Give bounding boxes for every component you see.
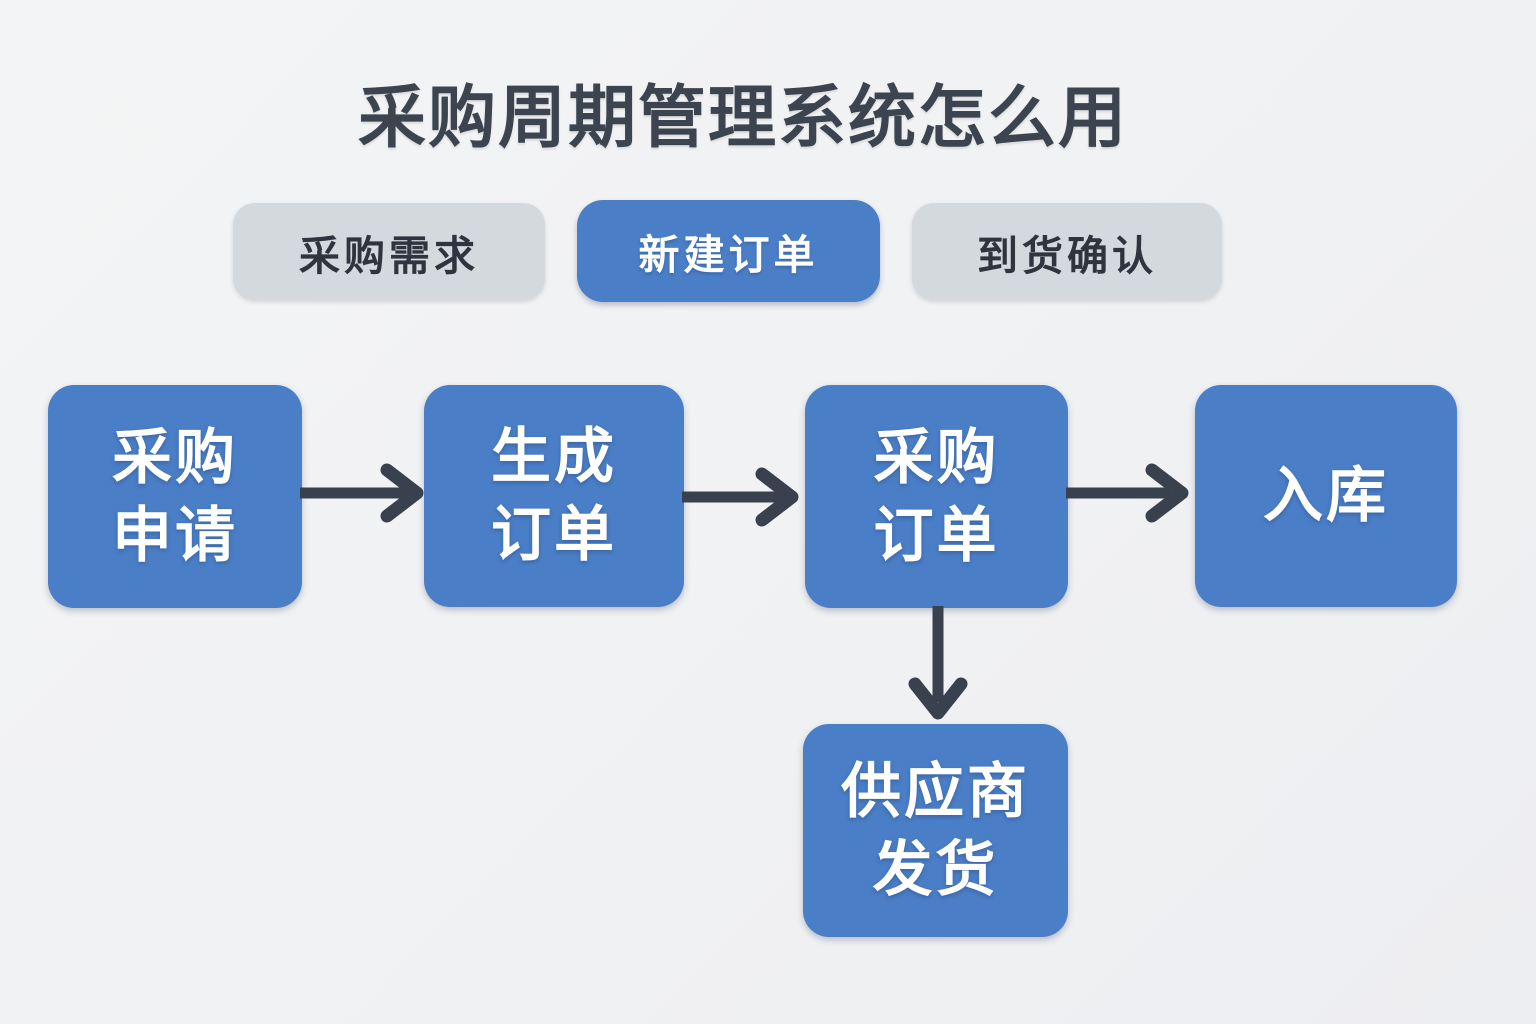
page-title: 采购周期管理系统怎么用 — [357, 80, 1128, 156]
flow-node-purchase-request: 采购 申请 — [48, 385, 302, 608]
arrow-down-icon — [906, 606, 970, 726]
tab-new-order-active[interactable]: 新建订单 — [577, 200, 880, 302]
flow-node-warehouse-in: 入库 — [1195, 385, 1457, 607]
flow-node-generate-order: 生成 订单 — [424, 385, 684, 607]
arrow-right-icon — [1066, 461, 1197, 525]
tab-purchase-demand[interactable]: 采购需求 — [233, 203, 545, 300]
flow-node-purchase-order: 采购 订单 — [805, 385, 1068, 608]
flow-node-supplier-ship: 供应商 发货 — [803, 724, 1068, 937]
arrow-right-icon — [682, 465, 807, 529]
arrow-right-icon — [300, 461, 432, 525]
tab-arrival-confirm[interactable]: 到货确认 — [912, 203, 1222, 300]
